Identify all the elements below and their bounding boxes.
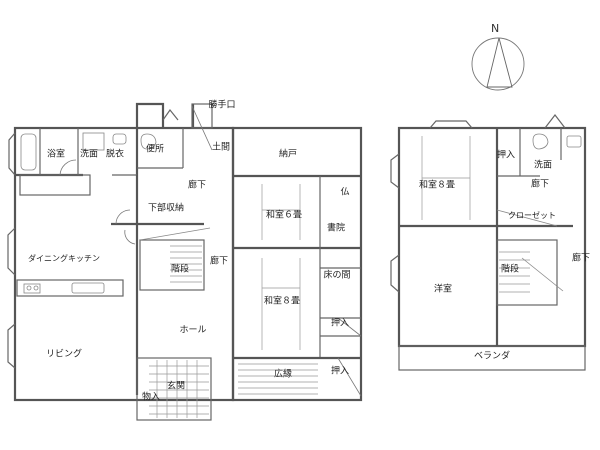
floor1-room-entrance: 玄関 bbox=[166, 381, 186, 392]
floor2-room-veranda: ベランダ bbox=[473, 351, 511, 362]
floor2-room-stairs: 階段 bbox=[500, 264, 520, 275]
floor1-room-shoin: 書院 bbox=[326, 223, 346, 234]
north-compass-icon bbox=[471, 37, 525, 91]
floor1-room-washitsu-8: 和室８畳 bbox=[263, 296, 301, 307]
floor2-room-western-room: 洋室 bbox=[433, 284, 453, 295]
floor2-room-washbasin: 洗面 bbox=[533, 160, 553, 171]
floor1-room-closet-1: 押入 bbox=[330, 318, 350, 329]
floor1-room-dining-kitchen: ダイニングキッチン bbox=[28, 254, 100, 263]
floor1-room-engawa: 広縁 bbox=[273, 369, 293, 380]
floor1-room-doma: 土間 bbox=[211, 142, 231, 153]
floor2-room-corridor-upper: 廊下 bbox=[530, 179, 550, 190]
floor2-room-walk-closet: クローゼット bbox=[508, 211, 556, 220]
floor1-plan bbox=[7, 102, 363, 421]
floor1-room-closet-2: 押入 bbox=[330, 366, 350, 377]
floor1-room-stairs: 階段 bbox=[170, 264, 190, 275]
floor1-room-living: リビング bbox=[45, 349, 83, 360]
floor2-room-washitsu-8: 和室８畳 bbox=[418, 180, 456, 191]
floor1-room-washroom: 洗面 bbox=[79, 149, 99, 160]
floor1-room-kitchen-side-door: 勝手口 bbox=[208, 100, 236, 111]
floor1-room-butsudan: 仏 bbox=[340, 187, 350, 198]
floor1-room-bath: 浴室 bbox=[46, 149, 66, 160]
floor1-room-tokonoma: 床の間 bbox=[323, 270, 351, 281]
floor1-room-hall: ホール bbox=[179, 325, 207, 336]
floor1-room-corridor-right: 廊下 bbox=[209, 256, 229, 267]
floor1-room-corridor-upper: 廊下 bbox=[187, 180, 207, 191]
compass-north-label: N bbox=[491, 22, 500, 35]
floor1-room-storeroom: 納戸 bbox=[278, 149, 298, 160]
floor1-room-washitsu-6: 和室６畳 bbox=[265, 210, 303, 221]
floor2-plan bbox=[390, 114, 587, 371]
floor1-room-dressing: 脱衣 bbox=[105, 149, 125, 160]
floor1-room-toilet: 便所 bbox=[145, 144, 165, 155]
floor2-room-corridor-right: 廊下 bbox=[571, 253, 591, 264]
floor2-room-closet: 押入 bbox=[496, 150, 516, 161]
floor1-room-under-storage: 下部収納 bbox=[147, 203, 185, 214]
floor1-room-shoe-closet: 物入 bbox=[141, 392, 161, 403]
